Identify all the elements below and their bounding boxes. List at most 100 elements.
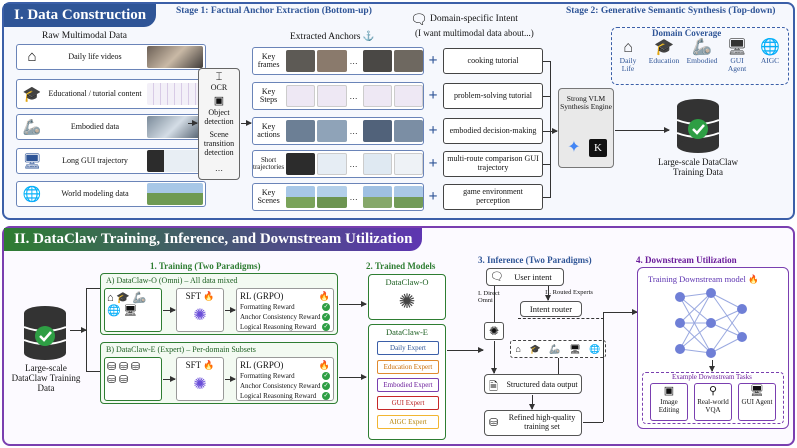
rl-label: RL (GRPO) xyxy=(240,360,284,370)
per-domain-db-icons: ⛁ ⛁ ⛁⛁ ⛁ xyxy=(104,357,162,401)
reward-row: Anchor Consistency Reward✓ xyxy=(240,381,330,391)
routed-experts-label: II. Routed Experts xyxy=(545,289,593,296)
reward-label: Anchor Consistency Reward xyxy=(240,382,321,390)
connector xyxy=(86,288,100,372)
raw-item-label: Daily life videos xyxy=(68,51,122,61)
domain-aigc: 🌐AIGC xyxy=(754,39,786,65)
domain-coverage-title: Domain Coverage xyxy=(652,28,722,38)
expert-education: Education Expert xyxy=(377,360,439,374)
step-thumbnail xyxy=(286,85,316,107)
tools-ellipsis: … xyxy=(215,164,223,173)
trajectory-thumbnail xyxy=(286,153,316,175)
arrow xyxy=(543,128,558,134)
arrow xyxy=(225,307,236,313)
domain-education: 🎓Education xyxy=(645,39,683,65)
structured-output-box: 🗎 Structured data output xyxy=(484,374,582,394)
arrow xyxy=(447,347,484,353)
connector xyxy=(494,286,495,322)
model-logo-icon: ✺ xyxy=(193,376,207,393)
raw-item-label: World modeling data xyxy=(61,188,129,198)
training-title: 1. Training (Two Paradigms) xyxy=(150,261,261,271)
gui-thumbnail xyxy=(147,150,203,172)
task-label: Real-world VQA xyxy=(697,398,729,414)
vlm-synthesis-engine: Strong VLM Synthesis Engine ✦ K xyxy=(558,88,614,168)
domain-embodied: 🦾Embodied xyxy=(683,39,721,65)
domain-daily: ⌂Daily Life xyxy=(614,39,642,73)
arrow xyxy=(163,307,176,313)
connector xyxy=(543,61,551,197)
robot-arm-icon: 🦾 xyxy=(549,343,561,354)
frame-thumbnail xyxy=(286,50,316,72)
arrow xyxy=(163,376,176,382)
database-icon: ⛁ xyxy=(489,417,499,429)
intent-subtitle: (I want multimodal data about...) xyxy=(415,28,534,38)
monitor-icon: 🖥 xyxy=(569,343,581,354)
ellipsis: … xyxy=(349,159,358,169)
reward-row: Logical Reasoning Reward✓ xyxy=(240,322,330,332)
anchor-label: Short trajectories xyxy=(253,155,285,171)
engine-label: Strong VLM Synthesis Engine xyxy=(560,94,612,112)
document-icon: 🗎 xyxy=(489,381,498,393)
domain-gui: 🖥GUI Agent xyxy=(722,39,752,73)
fire-icon: 🔥 xyxy=(203,291,215,301)
action-thumbnail xyxy=(317,120,347,142)
domain-label: AIGC xyxy=(760,55,780,65)
raw-item-daily: ⌂ Daily life videos xyxy=(16,44,206,70)
home-icon: ⌂ xyxy=(27,48,37,65)
anchor-label: Key Steps xyxy=(259,86,278,104)
example-tasks-title: Example Downstream Tasks xyxy=(672,373,752,381)
intent-box: multi-route comparison GUI trajectory xyxy=(443,151,543,177)
section1-title: I. Data Construction xyxy=(4,4,157,27)
connector xyxy=(518,318,604,319)
sft-label: SFT xyxy=(185,360,201,370)
scene-detection-label: Scene transition detection xyxy=(203,130,235,157)
anchor-row-actions: Key actions … xyxy=(252,117,424,145)
arrow xyxy=(339,301,367,307)
image-icon: ▣ xyxy=(213,95,225,107)
arrow xyxy=(615,127,670,133)
reward-row: Logical Reasoning Reward✓ xyxy=(240,391,330,401)
monitor-icon: 🖥 xyxy=(22,153,42,170)
model-e-label: DataClaw-E xyxy=(385,327,428,337)
plus-icon: + xyxy=(428,155,438,172)
globe-icon: 🌐 xyxy=(22,186,42,203)
ellipsis: … xyxy=(349,192,358,202)
slide-thumbnail xyxy=(147,83,203,105)
database-icon xyxy=(23,306,67,360)
example-tasks-box xyxy=(642,372,784,424)
paradigm-b-label: B) DataClaw-E (Expert) – Per-domain Subs… xyxy=(106,345,256,354)
task-vqa: ⚲ Real-world VQA xyxy=(694,383,732,421)
check-icon: ✓ xyxy=(322,323,330,331)
task-image-editing: ▣ Image Editing xyxy=(650,383,688,421)
frame-thumbnail xyxy=(317,50,347,72)
fire-icon: 🔥 xyxy=(318,291,330,301)
step-thumbnail xyxy=(362,85,392,107)
direct-omni-label: I. Direct Omni xyxy=(478,290,500,305)
arrow xyxy=(339,374,367,380)
expert-daily: Daily Expert xyxy=(377,341,439,355)
raw-item-world: 🌐 World modeling data xyxy=(16,181,206,207)
arrow xyxy=(529,395,535,410)
graduation-cap-icon: 🎓 xyxy=(529,343,541,354)
video-thumbnail xyxy=(147,46,203,68)
raw-item-label: Educational / tutorial content xyxy=(48,88,142,98)
raw-item-label: Embodied data xyxy=(70,121,120,131)
anchor-row-trajectories: Short trajectories … xyxy=(252,150,424,178)
ellipsis: … xyxy=(349,91,358,101)
robot-arm-icon: 🦾 xyxy=(22,119,42,136)
stage2-label: Stage 2: Generative Semantic Synthesis (… xyxy=(566,6,776,16)
globe-icon: 🌐 xyxy=(589,343,601,354)
reward-label: Logical Reasoning Reward xyxy=(240,392,317,400)
user-intent-box: 🗨 User intent xyxy=(486,268,564,286)
fire-icon: 🔥 xyxy=(318,360,330,370)
trajectory-thumbnail xyxy=(362,153,392,175)
expert-icons-row: ⌂🎓🦾🖥🌐 xyxy=(510,340,606,358)
models-title: 2. Trained Models xyxy=(366,261,436,271)
arrow xyxy=(709,360,715,372)
ellipsis: … xyxy=(349,56,358,66)
task-label: Image Editing xyxy=(658,398,680,414)
trajectory-thumbnail xyxy=(393,153,423,175)
arrow xyxy=(70,327,87,333)
intent-box: game environment perception xyxy=(443,184,543,210)
plus-icon: + xyxy=(428,188,438,205)
